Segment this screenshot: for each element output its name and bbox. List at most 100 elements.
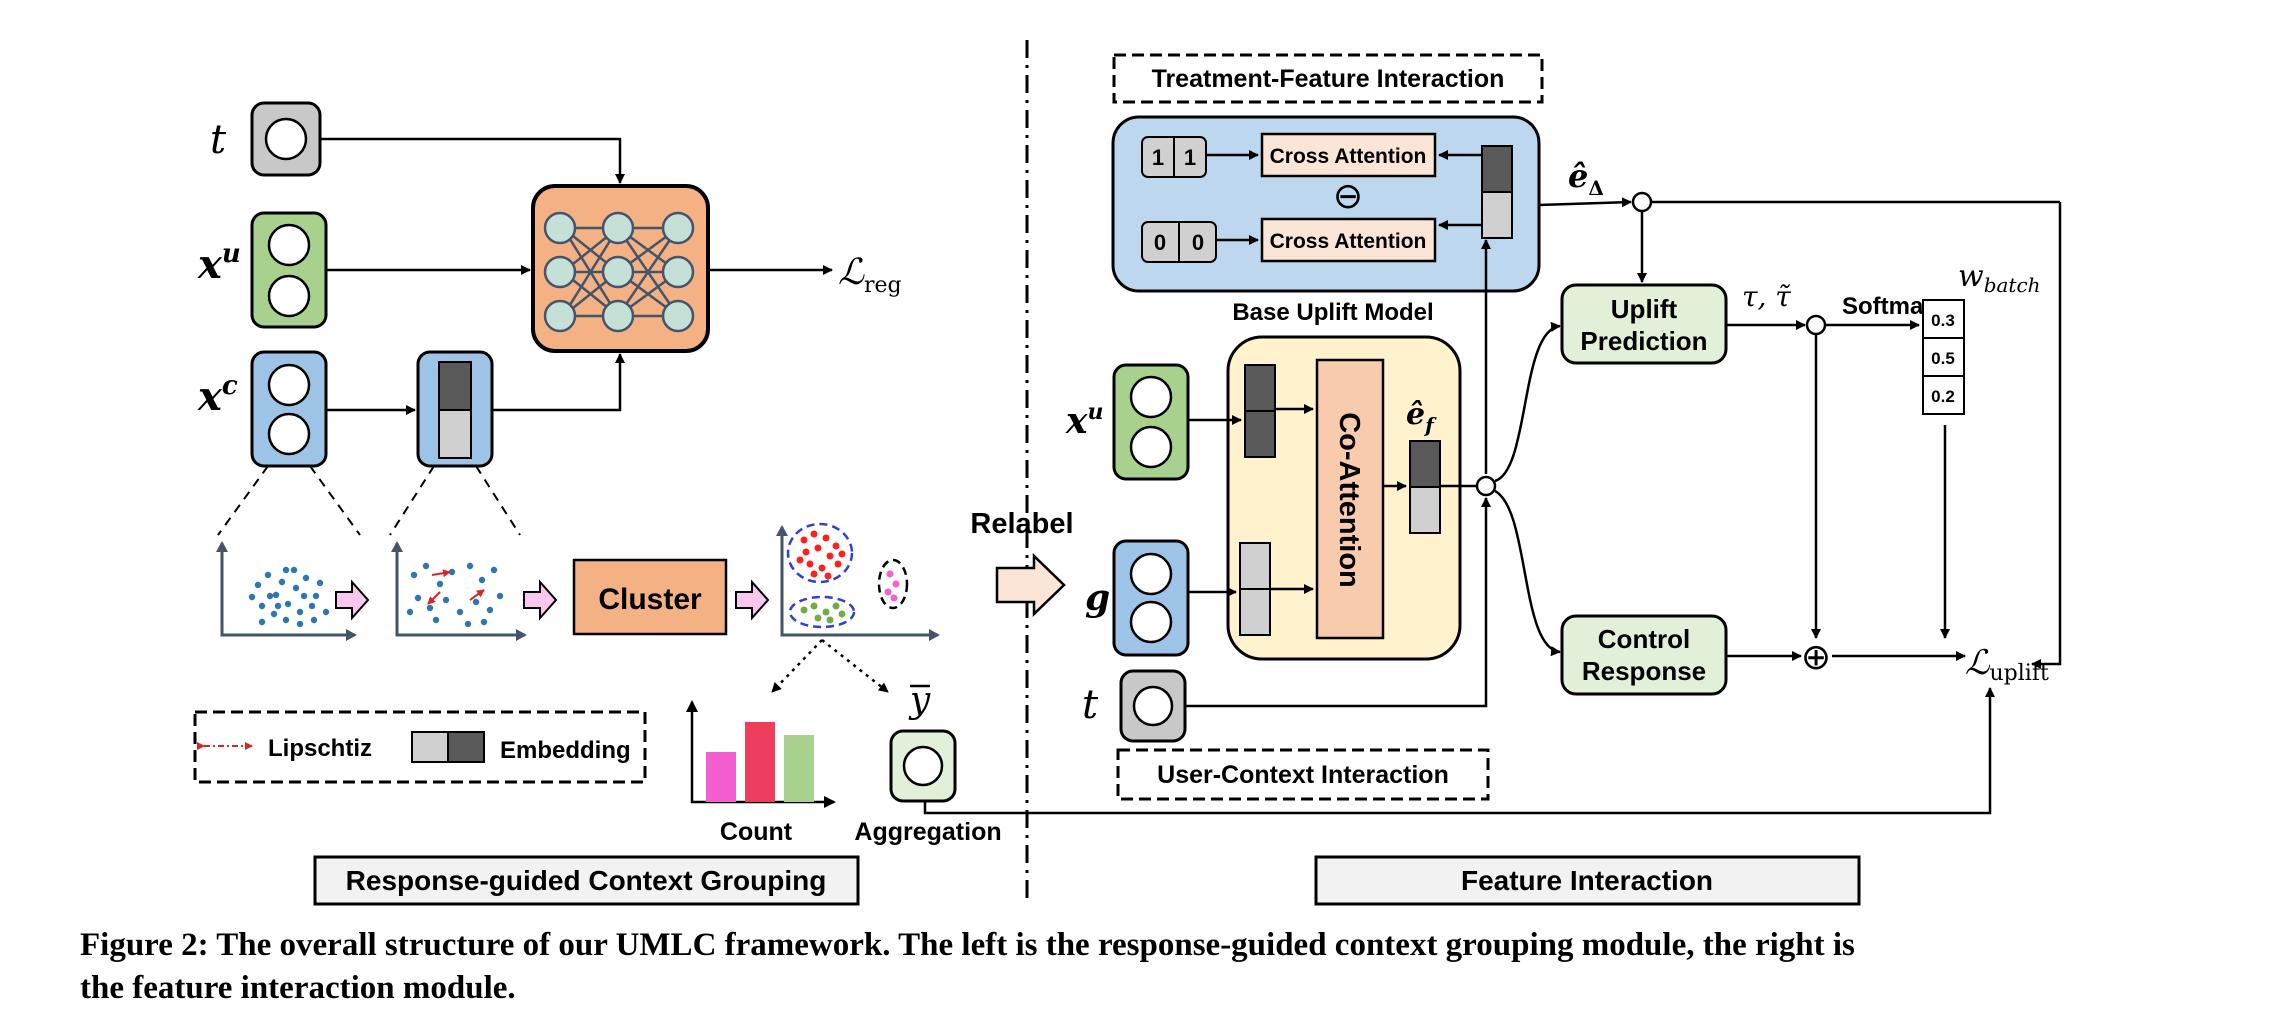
xu-node-2 [267,274,311,318]
loss-reg: ℒreg [838,252,902,298]
regression-network [531,184,710,353]
weight-2: 0.5 [1931,349,1955,368]
ef-junction [1475,475,1497,497]
ef-embed-light [1409,486,1441,534]
legend-box: Lipschtiz Embedding [193,710,647,784]
token-treatment: 1 1 [1141,136,1207,178]
token-top-2: 1 [1184,145,1196,170]
uplift-prediction-line1: Uplift [1611,294,1678,324]
legend-embedding-light [411,731,449,763]
relabel-label: Relabel [970,508,1073,540]
t-label-right: t [1082,682,1099,728]
scatter-plot-clustered [776,522,940,641]
uplift-arrows [923,320,1995,815]
tfi-arrows [1206,150,1482,245]
cross-attention-2-label: Cross Attention [1270,230,1427,253]
legend-lipschitz: Lipschtiz [268,735,372,762]
count-label: Count [720,818,793,846]
control-response-line2: Response [1582,656,1706,686]
count-histogram [686,700,836,808]
tau-label: τ, τ̃ [1742,280,1791,313]
xu-node-1 [267,223,311,267]
flow-arrow-2 [523,579,558,621]
control-response-line1: Control [1598,624,1690,654]
xu-embed-dark-2 [1244,410,1276,458]
softmax-label: Softmax [1842,293,1937,320]
count-bar-1 [706,752,736,802]
left-module-title-box [313,855,860,906]
tfi-title-box [1112,53,1544,104]
token-control: 0 0 [1141,221,1217,263]
w-batch-label: wbatch [1958,259,2041,297]
e-f-label: êf [1406,397,1437,437]
xu-label-right: xu [1065,399,1103,442]
g-node-1 [1129,552,1173,596]
ef-embed-dark [1409,440,1441,488]
cluster-box [572,558,728,636]
cross-attention-1-label: Cross Attention [1270,145,1427,168]
caption-line2: the feature interaction module. [80,970,516,1006]
weight-vector: 0.3 0.5 0.2 [1922,299,1965,415]
legend-embedding: Embedding [500,737,631,764]
base-uplift-title: Base Uplift Model [1232,299,1433,326]
aggregation-label: Aggregation [854,818,1001,846]
uci-title: User-Context Interaction [1157,761,1449,789]
count-bar-3 [784,735,814,802]
xc-label-left: xc [197,371,238,420]
left-module-title: Response-guided Context Grouping [346,865,827,896]
tfi-embed-light [1481,191,1513,239]
embedding-light-cell [438,409,472,459]
xc-node-1 [267,363,311,407]
token-bottom-2: 0 [1192,230,1204,255]
zoom-lines [217,465,521,536]
e-delta-arrows [1538,197,2062,669]
right-module-title-box [1314,855,1861,906]
scatter-plot-lipschitz [391,541,527,641]
xu-right-node-2 [1129,425,1173,469]
uci-title-box [1116,748,1490,801]
g-label: g [1085,577,1110,619]
embedding-dark-cell [438,361,472,411]
tfi-title: Treatment-Feature Interaction [1152,65,1505,93]
cluster-label: Cluster [598,583,702,616]
co-attention-box [1315,358,1385,640]
xu-embed-dark [1244,364,1276,412]
legend-embedding-dark [447,731,485,763]
ybar-label: y [908,680,931,721]
scatter-plot-raw [216,541,357,641]
caption-line1: Figure 2: The overall structure of our U… [80,927,1855,963]
left-inputs: t xu xc [197,101,494,468]
weight-3: 0.2 [1931,387,1955,406]
weight-1: 0.3 [1931,311,1955,330]
xc-node-2 [267,412,311,456]
uplift-prediction-line2: Prediction [1580,326,1707,356]
cross-attention-2-box [1260,217,1437,263]
tfi-embed-dark [1481,145,1513,193]
token-top-1: 1 [1152,145,1164,170]
base-uplift-arrows [1185,239,1561,708]
t-right-node [1132,685,1174,727]
t-label-left: t [210,117,227,163]
minus-operator: ⊖ [1333,176,1363,217]
aggregation-node [902,745,944,787]
e-delta-label: êΔ [1568,157,1604,200]
loss-uplift: ℒuplift [1965,643,2049,686]
right-module-title: Feature Interaction [1461,865,1713,896]
g-embed-light-2 [1239,588,1271,636]
relabel-arrow [995,553,1066,617]
t-input-node [264,117,308,161]
left-arrows [320,137,833,415]
tau-junction [1805,314,1827,336]
cross-attention-1-box [1260,132,1437,178]
co-attention-label: Co-Attention [1333,412,1365,588]
flow-arrow-1 [335,579,370,621]
g-node-2 [1129,600,1173,644]
xu-right-node-1 [1129,375,1173,419]
e-delta-junction [1631,191,1653,213]
plus-operator: ⊕ [1801,637,1831,678]
flow-arrow-3 [735,579,770,621]
token-bottom-1: 0 [1154,230,1166,255]
xu-label-left: xu [197,239,241,288]
g-embed-light [1239,542,1271,590]
